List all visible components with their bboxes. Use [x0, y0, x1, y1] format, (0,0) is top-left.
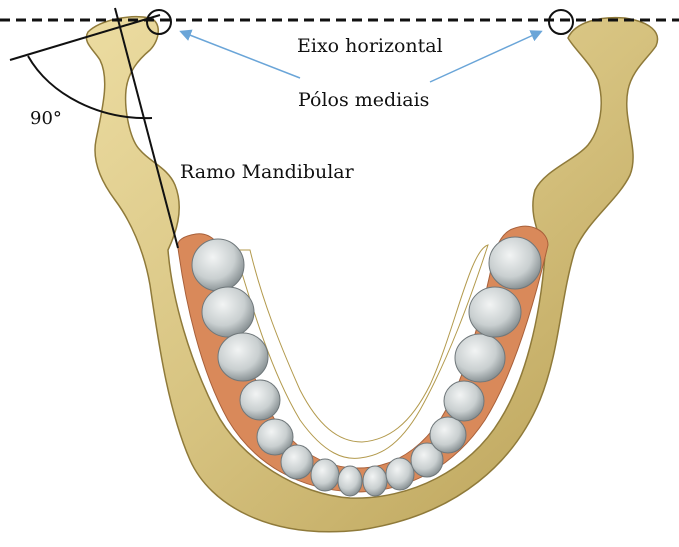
tooth: [455, 334, 505, 382]
tooth: [469, 287, 521, 337]
arrow-left: [182, 32, 300, 78]
tooth: [386, 458, 414, 490]
tooth: [444, 381, 484, 421]
tooth: [489, 237, 541, 289]
tooth: [311, 459, 339, 491]
tooth: [240, 380, 280, 420]
horizontal-axis-label: Eixo horizontal: [297, 35, 443, 57]
tooth: [218, 333, 268, 381]
tooth: [338, 466, 362, 496]
tooth: [281, 445, 313, 479]
angle-label: 90°: [30, 108, 62, 129]
tooth: [192, 239, 244, 291]
tooth: [202, 287, 254, 337]
tooth: [430, 417, 466, 453]
medial-pole-right: [549, 10, 573, 34]
mandibular-ramus-label: Ramo Mandibular: [180, 161, 355, 183]
arrow-right: [430, 32, 540, 82]
tooth: [363, 466, 387, 496]
medial-poles-label: Pólos mediais: [298, 89, 429, 111]
